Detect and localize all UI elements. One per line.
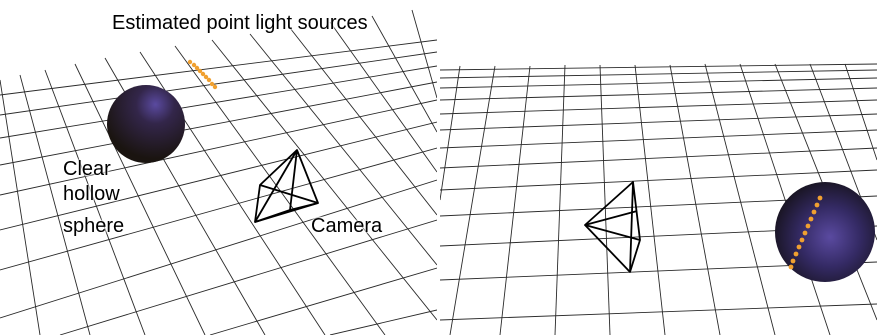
left-camera-frustum [254,149,319,223]
right-sphere [775,182,875,282]
left-view-panel: Estimated point light sources Clear holl… [0,0,437,335]
left-sphere [107,85,185,163]
sphere-label-line2: hollow [63,183,120,205]
light-sources-label: Estimated point light sources [112,12,368,34]
right-light-sources [788,195,823,270]
right-camera-frustum [584,181,641,273]
left-light-sources [187,59,218,90]
left-scene [0,9,437,335]
sphere-label-line3: sphere [63,215,125,237]
camera-label: Camera [311,215,383,237]
right-scene [440,63,877,335]
sphere-label-line1: Clear [63,158,111,180]
right-view-panel [440,0,877,335]
